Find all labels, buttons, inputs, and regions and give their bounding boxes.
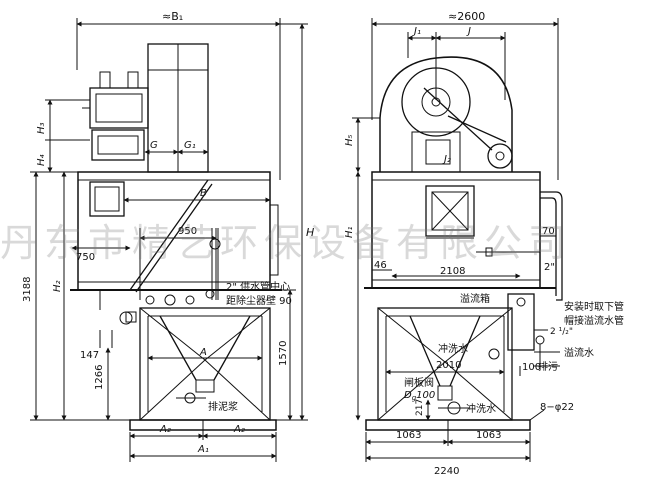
label-h: H — [306, 226, 314, 239]
label-b1: ≈B₁ — [162, 10, 183, 23]
label-h2: H₂ — [52, 280, 63, 292]
label-bolts: 8−φ22 — [540, 402, 574, 413]
label-750: 750 — [76, 252, 95, 263]
label-3188: 3188 — [22, 277, 33, 302]
label-2inch: 2" — [544, 262, 555, 273]
label-overflow-water: 溢流水 — [564, 346, 594, 359]
label-gate-valve: 闸板阀 — [404, 376, 434, 389]
label-2108: 2108 — [440, 266, 465, 277]
scrubber-body — [77, 171, 271, 291]
label-950: 950 — [178, 226, 197, 237]
label-h3: H₃ — [36, 122, 47, 134]
support-frame — [139, 307, 271, 421]
label-valve-dn: Dg100 — [404, 390, 435, 402]
label-a: A — [199, 347, 207, 358]
overflow-box — [507, 293, 535, 351]
label-sludge: 排泥浆 — [208, 400, 238, 413]
label-drain: 排污 — [538, 360, 558, 373]
label-217: 217 — [415, 399, 425, 416]
label-flush-top: 冲洗水 — [438, 342, 468, 355]
label-1570: 1570 — [278, 341, 289, 366]
label-100: 100 — [522, 362, 541, 373]
left-view — [30, 18, 308, 462]
label-flush-bottom: 冲洗水 — [466, 402, 496, 415]
fan-volute — [379, 56, 513, 172]
label-j1: J₁ — [412, 26, 421, 37]
label-1266: 1266 — [94, 365, 105, 390]
label-a2-left: A₂ — [159, 424, 171, 435]
right-view — [352, 18, 563, 462]
label-install-1: 安装时取下管 — [564, 300, 624, 313]
label-g: G — [150, 140, 158, 151]
label-water-supply: 2" 供水管中心 — [226, 280, 290, 293]
label-j: J — [466, 26, 471, 37]
label-46: 46 — [374, 260, 387, 271]
label-h5: H₅ — [344, 134, 355, 146]
label-install-2: 帽接溢流水管 — [564, 314, 624, 327]
labels: ≈B₁ H H₃ H₄ G G₁ B 950 750 2" 供水管中心 距除尘器… — [22, 10, 624, 477]
label-pipe-half: 2 ¹/₂" — [550, 327, 573, 337]
label-h1: H₁ — [344, 226, 355, 238]
label-b: B — [200, 188, 207, 199]
label-overflow-box: 溢流箱 — [460, 292, 490, 305]
label-a2-right: A₂ — [233, 424, 245, 435]
label-wall-distance: 距除尘器壁 90 — [226, 294, 292, 307]
label-1063-left: 1063 — [396, 430, 421, 441]
label-2240: 2240 — [434, 466, 459, 477]
label-a1: A₁ — [197, 444, 209, 455]
inlet-window — [425, 185, 475, 237]
label-2600: ≈2600 — [448, 10, 485, 23]
label-70: 70 — [542, 226, 555, 237]
label-1063-right: 1063 — [476, 430, 501, 441]
label-147: 147 — [80, 350, 99, 361]
label-h4: H₄ — [36, 154, 47, 166]
fan-wheel — [401, 67, 471, 137]
label-g1: G₁ — [184, 140, 196, 151]
label-2010: 2010 — [436, 360, 461, 371]
label-j2: J₂ — [442, 154, 451, 165]
